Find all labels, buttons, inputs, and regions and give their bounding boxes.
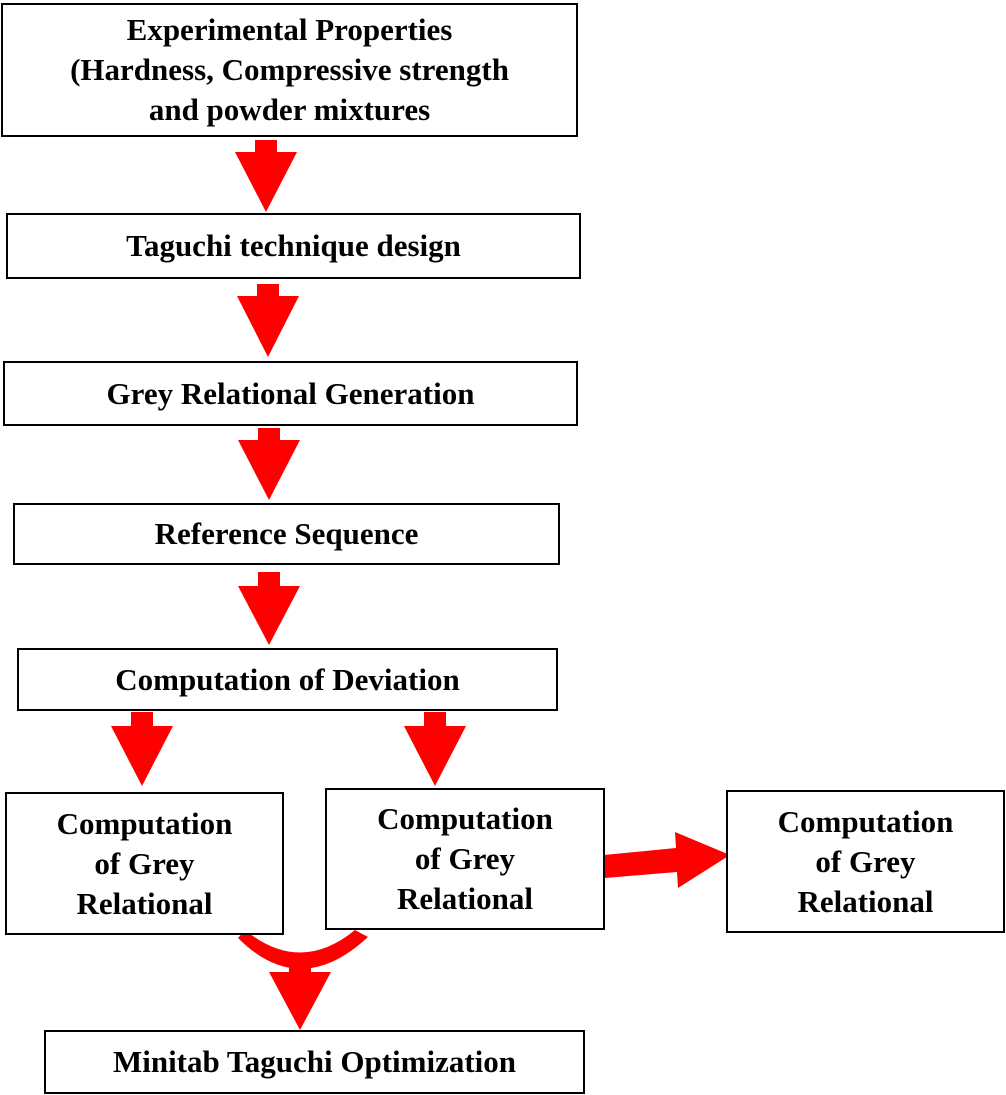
arrow-merge-curve <box>238 930 368 969</box>
grey-middle-line-2: of Grey <box>414 841 516 876</box>
experimental-line-3: and powder mixtures <box>148 92 431 127</box>
reference-sequence-label: Reference Sequence <box>154 516 419 551</box>
grey-middle-line-3: Relational <box>396 881 534 916</box>
arrow-right <box>604 832 730 888</box>
arrow-down-3 <box>238 428 300 500</box>
experimental-line-1: Experimental Properties <box>126 12 453 47</box>
minitab-optimization-box: Minitab Taguchi Optimization <box>44 1030 585 1094</box>
experimental-properties-box: Experimental Properties (Hardness, Compr… <box>1 3 578 137</box>
grey-left-line-3: Relational <box>76 885 213 921</box>
arrow-down-5 <box>111 712 173 786</box>
grey-left-line-1: Computation <box>56 805 233 841</box>
experimental-line-2: (Hardness, Compressive strength <box>70 52 509 87</box>
grey-generation-label: Grey Relational Generation <box>106 375 475 411</box>
grey-left-line-2: of Grey <box>94 845 195 881</box>
grey-right-line-2: of Grey <box>815 843 916 879</box>
grey-right-line-3: Relational <box>797 883 934 919</box>
arrow-down-1 <box>235 140 297 212</box>
arrow-down-4 <box>238 572 300 645</box>
grey-relational-left-box: Computation of Grey Relational <box>5 792 284 935</box>
grey-middle-line-1: Computation <box>377 801 553 836</box>
arrow-down-6 <box>404 712 466 786</box>
arrow-down-merge <box>269 958 331 1030</box>
deviation-label: Computation of Deviation <box>115 661 460 697</box>
grey-relational-right-box: Computation of Grey Relational <box>726 790 1005 933</box>
deviation-box: Computation of Deviation <box>17 648 558 711</box>
arrow-down-2 <box>237 284 299 357</box>
reference-sequence-box: Reference Sequence <box>13 503 560 565</box>
grey-relational-middle-box: Computation of Grey Relational <box>325 788 605 930</box>
taguchi-design-box: Taguchi technique design <box>6 213 581 279</box>
taguchi-design-label: Taguchi technique design <box>126 228 461 263</box>
grey-generation-box: Grey Relational Generation <box>3 361 578 426</box>
grey-right-line-1: Computation <box>777 803 954 839</box>
minitab-optimization-label: Minitab Taguchi Optimization <box>112 1044 517 1079</box>
